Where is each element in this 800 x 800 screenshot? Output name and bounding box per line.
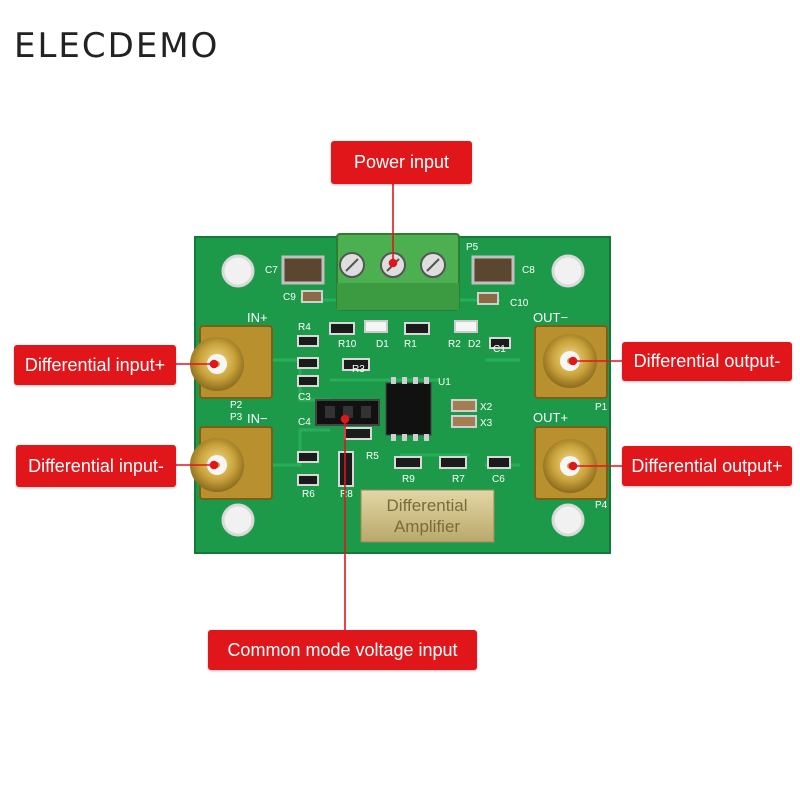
op-amp-ic: [385, 377, 432, 441]
silk-c6: C6: [492, 474, 505, 485]
silk-c7: C7: [265, 265, 278, 276]
silk-out-minus: OUT−: [533, 310, 568, 325]
silk-r6: R6: [302, 489, 315, 500]
silk-r3: R3: [352, 364, 365, 375]
mounting-holes: [221, 254, 585, 537]
silk-r4: R4: [298, 322, 311, 333]
silk-p2: P2: [230, 400, 243, 411]
callout-differential-input-plus: Differential input+: [14, 345, 176, 385]
power-terminal-block: [336, 233, 460, 311]
silk-r7: R7: [452, 474, 465, 485]
silk-c10: C10: [510, 298, 529, 309]
silk-d2: D2: [468, 339, 481, 350]
silk-u1: U1: [438, 377, 451, 388]
silk-c1: C1: [493, 344, 506, 355]
silk-c3: C3: [298, 392, 311, 403]
silk-r10: R10: [338, 339, 357, 350]
silk-r1: R1: [404, 339, 417, 350]
silk-c8: C8: [522, 265, 535, 276]
sma-connector-in-plus: [190, 325, 273, 399]
callout-power-input: Power input: [331, 141, 472, 184]
silk-c9: C9: [283, 292, 296, 303]
silk-r8: R8: [340, 489, 353, 500]
silk-p4: P4: [595, 500, 608, 511]
silk-c4: C4: [298, 417, 311, 428]
sma-connector-in-minus: [190, 426, 273, 500]
callout-common-mode-voltage-input: Common mode voltage input: [208, 630, 477, 670]
silk-p1: P1: [595, 402, 608, 413]
silk-r2: R2: [448, 339, 461, 350]
silk-in-minus: IN−: [247, 411, 268, 426]
silk-p3: P3: [230, 412, 243, 423]
smd-resistors: [297, 322, 511, 487]
callout-differential-output-minus: Differential output-: [622, 342, 792, 381]
silk-r9: R9: [402, 474, 415, 485]
silk-d1: D1: [376, 339, 389, 350]
silk-in-plus: IN+: [247, 310, 268, 325]
smd-capacitors: [281, 255, 515, 305]
silk-r5: R5: [366, 451, 379, 462]
leader-lines: [176, 184, 622, 630]
brand-logo-text: ELECDEMO: [14, 26, 220, 66]
silk-x2: X2: [480, 402, 493, 413]
callout-differential-input-minus: Differential input-: [16, 445, 176, 487]
silk-p5: P5: [466, 242, 479, 253]
silk-out-plus: OUT+: [533, 410, 568, 425]
plate-line-1: Differential: [387, 496, 468, 515]
silk-x3: X3: [480, 418, 493, 429]
plate-line-2: Amplifier: [394, 517, 460, 536]
leds: [364, 320, 478, 333]
callout-differential-output-plus: Differential output+: [622, 446, 792, 486]
crystal-caps: [451, 399, 477, 428]
name-plate: [360, 489, 495, 543]
